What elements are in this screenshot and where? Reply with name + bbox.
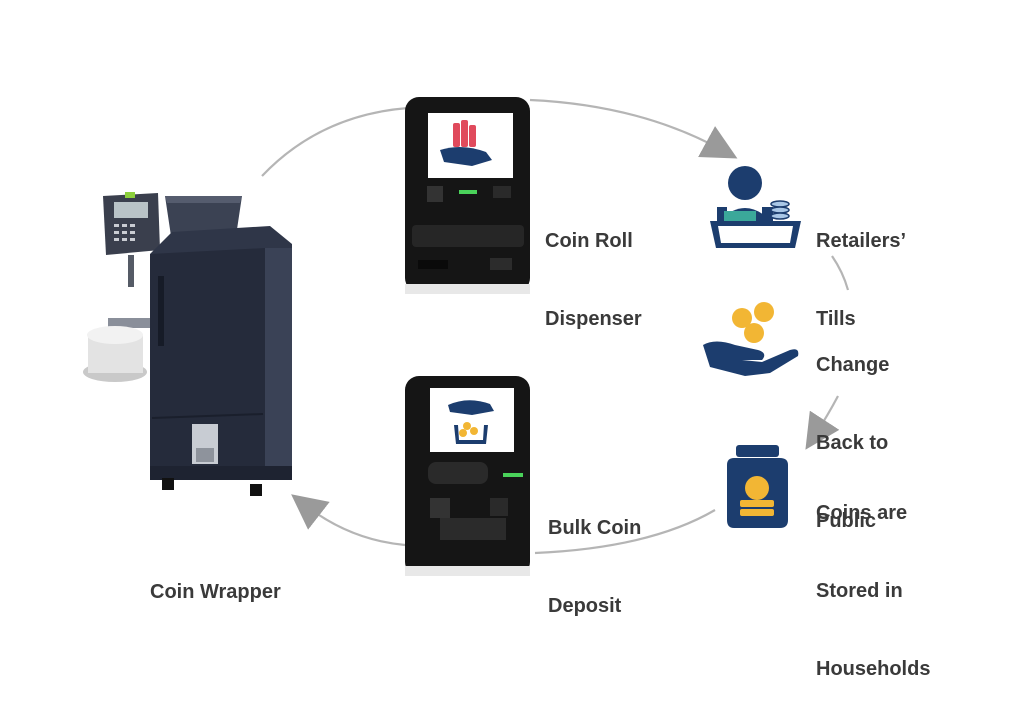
arrow-change-to-households (805, 395, 840, 450)
label-retailers-tills: Retailers’ Tills (816, 230, 907, 330)
keypad-terminal (103, 192, 160, 287)
coin-roll-dispenser-kiosk (405, 97, 530, 294)
arc-wrapper-to-dispenser (261, 106, 409, 177)
deposit-screen-icon (448, 400, 494, 444)
coin-cycle-diagram (83, 97, 850, 576)
coin-wrapper-machine (83, 192, 292, 496)
coin-roll-screen-icon (440, 120, 492, 166)
label-coin-wrapper: Coin Wrapper (150, 581, 281, 603)
arrow-dispenser-to-tills (529, 98, 738, 159)
arc-households-to-deposit (534, 509, 716, 555)
retailers-tills-icon (710, 166, 801, 248)
arc-tills-to-change (831, 255, 850, 291)
label-change-back-to-public: Change Back to Public (816, 354, 890, 532)
arrow-deposit-to-wrapper (291, 494, 406, 547)
label-bulk-coin-deposit: Bulk Coin Deposit (548, 517, 642, 617)
label-coins-stored-in-households: Coins are Stored in Households (816, 502, 931, 680)
coin-jar-icon (727, 445, 788, 528)
bulk-coin-deposit-kiosk (405, 376, 530, 576)
cycle-arrows (261, 98, 850, 555)
change-back-icon (703, 302, 799, 376)
label-coin-roll-dispenser: Coin Roll Dispenser (545, 230, 642, 330)
